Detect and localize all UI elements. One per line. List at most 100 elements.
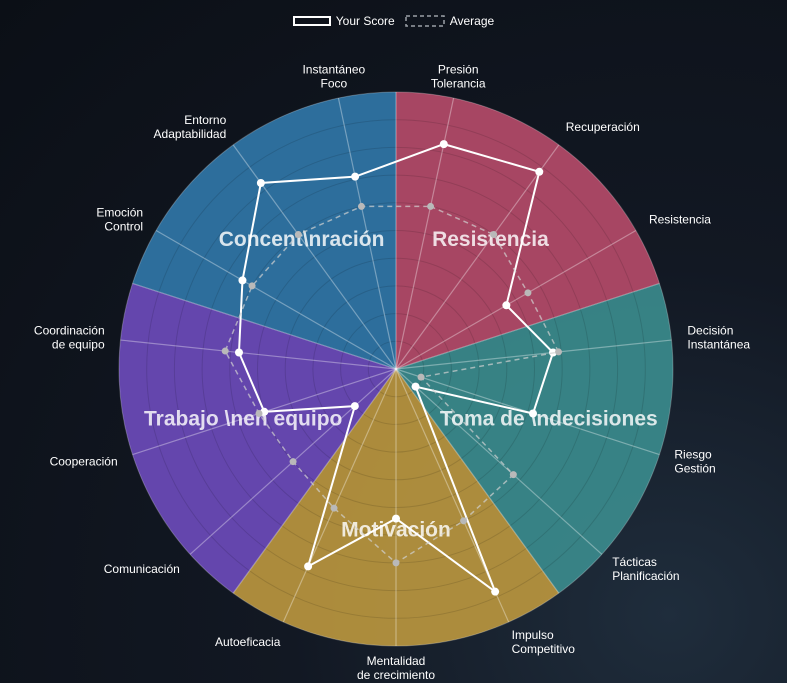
category-label: Concent\nración	[219, 228, 385, 251]
axis-label: Comunicación	[104, 562, 180, 576]
axis-spoke	[282, 368, 397, 623]
grid-ring	[146, 119, 646, 619]
axis-label-line: Presión	[438, 63, 479, 77]
grid-ring	[257, 230, 535, 508]
axis-spoke	[395, 368, 603, 555]
axis-label-line: Mentalidad	[367, 654, 426, 668]
average-point	[357, 202, 365, 210]
legend-label-average: Average	[449, 14, 495, 28]
axis-label: Cooperación	[50, 454, 118, 468]
axis-label-line: Decisión	[687, 324, 733, 338]
grid-ring	[367, 340, 425, 398]
grid-rings	[118, 91, 674, 647]
average-point	[330, 504, 338, 512]
average-point	[248, 282, 256, 290]
average-line	[224, 205, 560, 564]
average-point	[294, 231, 302, 239]
axis-spoke	[395, 229, 637, 370]
axis-spoke	[120, 339, 397, 370]
legend-item-your-score[interactable]: Your Score	[292, 14, 395, 28]
score-point	[304, 562, 313, 571]
grid-ring	[312, 285, 480, 453]
score-point	[502, 301, 511, 310]
legend-item-average[interactable]: Average	[404, 14, 495, 28]
legend-swatch-average	[404, 15, 445, 27]
average-point	[509, 471, 517, 479]
average-point	[555, 348, 563, 356]
category-sector	[396, 283, 673, 594]
category-sector	[396, 92, 660, 369]
category-boundary	[232, 368, 397, 594]
legend-swatch-your-score	[292, 16, 331, 26]
axis-spoke	[395, 339, 672, 370]
score-point	[351, 172, 360, 181]
average-point	[221, 347, 229, 355]
axis-label-line: Impulso	[512, 628, 554, 642]
axis-label-line: Riesgo	[674, 447, 712, 461]
grid-ring	[118, 91, 674, 647]
average-point	[417, 373, 425, 381]
axis-label-line: Cooperación	[50, 454, 118, 468]
axis-label-line: Competitivo	[512, 642, 576, 656]
average-point	[490, 231, 498, 239]
category-sector	[118, 283, 397, 594]
axis-label: Autoeficacia	[215, 635, 281, 649]
axis-label-line: de crecimiento	[357, 668, 435, 682]
axis-label-line: Resistencia	[649, 213, 711, 227]
category-label: Motivación	[341, 519, 451, 542]
axis-spoke	[155, 229, 397, 370]
chart-legend: Your Score Average	[0, 14, 787, 28]
series-average	[221, 202, 563, 567]
axis-label-line: Comunicación	[104, 562, 180, 576]
axis-label-line: Coordinación	[34, 324, 105, 338]
axis-label-line: Control	[104, 220, 143, 234]
score-point	[256, 178, 265, 187]
axis-label-line: de equipo	[52, 338, 105, 352]
category-sector	[233, 369, 559, 646]
legend-label-your-score: Your Score	[335, 14, 395, 28]
axis-spoke	[395, 144, 560, 370]
axis-label-line: Recuperación	[566, 120, 640, 134]
average-point	[460, 517, 468, 525]
average-point	[427, 202, 435, 210]
axis-label-line: Entorno	[184, 113, 226, 127]
category-label: Trabajo \nen equipo	[144, 408, 342, 431]
axis-label-line: Autoeficacia	[215, 635, 281, 649]
average-point	[255, 410, 263, 418]
category-label: Toma de \ndecisiones	[440, 408, 658, 431]
axis-label-line: Emoción	[96, 206, 143, 220]
axis-label-line: Foco	[320, 77, 347, 91]
axis-label-line: Tolerancia	[431, 77, 486, 91]
score-point	[392, 514, 400, 523]
axis-label-line: Instantánea	[687, 338, 750, 352]
average-point	[392, 559, 400, 567]
axis-label: Recuperación	[566, 120, 640, 134]
category-boundary	[132, 282, 397, 370]
score-point	[411, 382, 420, 391]
grid-ring	[229, 202, 563, 536]
grid-ring	[340, 313, 452, 425]
axis-label: Resistencia	[649, 213, 711, 227]
score-point	[238, 276, 247, 285]
score-line	[237, 143, 555, 595]
average-point	[289, 458, 297, 466]
score-point	[528, 409, 537, 418]
score-point	[491, 587, 500, 596]
grid-ring	[173, 146, 619, 592]
axis-spoke	[337, 97, 397, 370]
score-point	[535, 167, 544, 176]
score-point	[234, 348, 243, 357]
series-your-score	[234, 140, 558, 596]
